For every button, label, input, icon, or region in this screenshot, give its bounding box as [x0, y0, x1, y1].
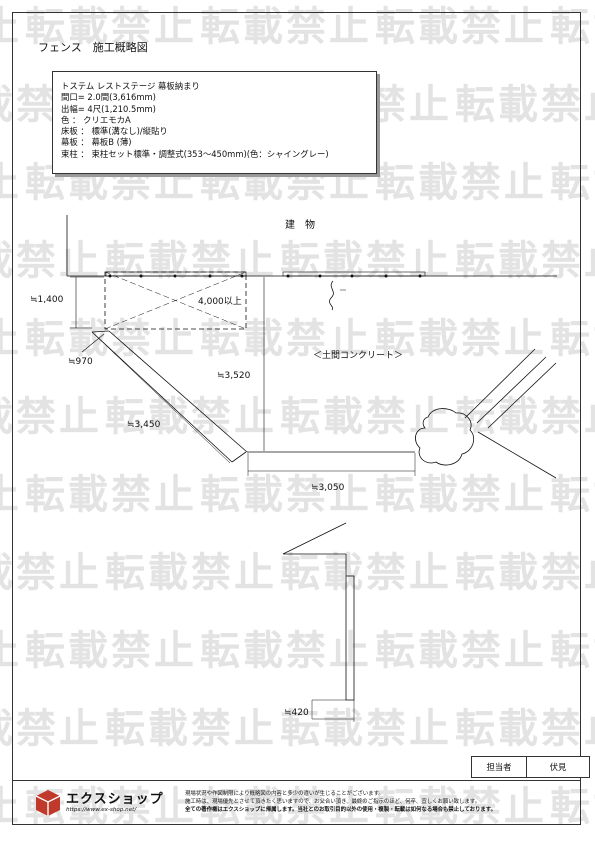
dim-label-3050: ≒3,050	[311, 483, 345, 493]
notice-line: 全ての著作権はエクスショップに帰属します。当社とのお取引目的以外の使用・複製・転…	[185, 807, 497, 813]
drawing-frame	[12, 12, 581, 825]
concrete-label: ＜土間コンクリート＞	[313, 349, 403, 361]
notice-text: 現場状況や作図制限により概略図の内容と多少の違いが生じることがございます。 施工…	[185, 790, 565, 814]
break-mark	[329, 280, 334, 311]
spec-box: トステム レストステージ 幕板納まり 間口= 2.0間(3,616mm) 出幅=…	[52, 71, 377, 174]
spec-line-frontage: 間口= 2.0間(3,616mm)	[61, 92, 156, 103]
notice-line: 現場状況や作図制限により概略図の内容と多少の違いが生じることがございます。	[185, 791, 384, 797]
deck-dimension-label: 4,000以上	[198, 296, 242, 307]
post-marker	[240, 274, 244, 278]
sign-off-table: 担当者 伏見	[471, 756, 590, 778]
spec-line-posts: 束柱 ： 束柱セット標準・調整式(353～450mm)(色：シャイングレー)	[61, 148, 329, 159]
shrub-symbol	[415, 408, 475, 466]
post-marker	[139, 274, 143, 278]
building-label: 建 物	[285, 218, 315, 231]
post-marker	[173, 274, 177, 278]
dim-label-3450: ≒3,450	[127, 420, 161, 430]
spec-line-color: 色 ： クリエモカA	[61, 114, 131, 125]
post-marker	[108, 274, 112, 278]
company-logo: エクスショップ https://www.ex-shop.net/	[34, 787, 164, 821]
company-name: エクスショップ	[66, 792, 164, 807]
document-title: フェンス 施工概略図	[38, 41, 148, 54]
fence-cap	[91, 330, 110, 333]
fence-line-outer	[91, 331, 233, 463]
deck-cross-line	[104, 271, 247, 330]
dim-label-970: ≒970	[68, 357, 93, 367]
logo-box-icon	[35, 790, 61, 816]
fence-line-inner	[108, 330, 248, 453]
post-marker	[350, 274, 354, 278]
sign-off-label: 担当者	[471, 756, 527, 778]
post-marker	[318, 274, 322, 278]
company-url: https://www.ex-shop.net/	[66, 807, 137, 813]
detail-panel	[345, 575, 355, 701]
post-marker	[418, 274, 422, 278]
dim-label-420: ≒420	[284, 708, 309, 718]
detail-bracket	[282, 522, 347, 555]
fence-short-line	[231, 451, 247, 463]
dim-line-3450	[93, 333, 231, 464]
post-marker	[286, 274, 290, 278]
footer-divider	[12, 780, 581, 781]
right-fence-line	[476, 356, 547, 424]
right-fence-line	[464, 348, 536, 419]
window-sill	[282, 271, 426, 277]
deck-outline	[104, 271, 247, 330]
dim-label-1400: ≒1,400	[30, 295, 64, 305]
spec-line-floor: 床板 ： 標準(溝なし)/縦貼り	[61, 126, 168, 137]
spec-line-product: トステム レストステージ 幕板納まり	[61, 81, 200, 91]
spec-line-projection: 出幅= 4尺(1,210.5mm)	[61, 103, 156, 114]
dim-label-3520: ≒3,520	[217, 371, 251, 381]
notice-line: 施工時は、現場優先とさせて頂きたく思いますので、お父合い頂き、最終のご指示のほど…	[185, 799, 481, 805]
post-marker	[384, 274, 388, 278]
right-fence-line	[477, 431, 557, 479]
right-fence-line	[487, 362, 557, 429]
post-marker	[208, 274, 212, 278]
spec-line-skirt: 幕板 ： 幕板B (薄)	[61, 137, 132, 148]
sign-off-name: 伏見	[526, 756, 590, 778]
dim-line-970	[81, 333, 105, 353]
